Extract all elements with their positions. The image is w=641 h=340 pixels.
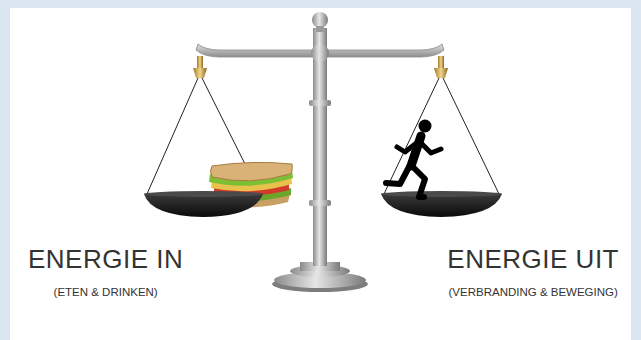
runner-silhouette [386,120,441,198]
energy-out-title: ENERGIE UIT [447,244,619,275]
energy-in-subtitle: (ETEN & DRINKEN) [54,286,158,298]
energy-out-subtitle: (VERBRANDING & BEWEGING) [449,286,618,298]
energy-in-title: ENERGIE IN [28,244,183,275]
